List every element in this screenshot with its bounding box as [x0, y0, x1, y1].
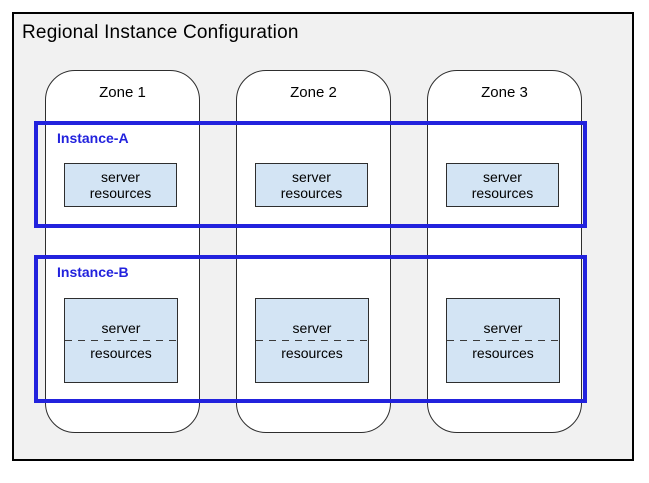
server-resources-text: server	[292, 169, 331, 185]
server-resources-box-b-zone1: server resources	[64, 298, 178, 383]
server-resources-text: resources	[471, 185, 534, 201]
server-resources-text: server	[101, 320, 141, 336]
server-resources-text: resources	[472, 345, 534, 361]
dashed-split-line	[447, 340, 559, 341]
zone-1-label: Zone 1	[99, 84, 146, 101]
server-resources-box-b-zone3: server resources	[446, 298, 560, 383]
instance-b-label: Instance-B	[57, 264, 129, 280]
zone-3-label: Zone 3	[481, 84, 528, 101]
server-resources-text: resources	[89, 185, 152, 201]
server-resources-text: server	[483, 169, 522, 185]
instance-a-label: Instance-A	[57, 130, 129, 146]
server-resources-text: resources	[281, 345, 343, 361]
server-resources-box-a-zone1: server resources	[64, 163, 177, 207]
server-resources-box-a-zone3: server resources	[446, 163, 559, 207]
server-resources-text: server	[101, 169, 140, 185]
server-resources-text: server	[292, 320, 332, 336]
instance-a-boundary: Instance-A	[34, 121, 587, 228]
server-resources-text: resources	[90, 345, 152, 361]
server-resources-box-a-zone2: server resources	[255, 163, 368, 207]
dashed-split-line	[65, 340, 177, 341]
zone-2-label: Zone 2	[290, 84, 337, 101]
dashed-split-line	[256, 340, 368, 341]
server-resources-box-b-zone2: server resources	[255, 298, 369, 383]
server-resources-text: resources	[280, 185, 343, 201]
server-resources-text: server	[483, 320, 523, 336]
instance-b-boundary: Instance-B	[34, 255, 587, 403]
diagram-title: Regional Instance Configuration	[22, 22, 299, 43]
